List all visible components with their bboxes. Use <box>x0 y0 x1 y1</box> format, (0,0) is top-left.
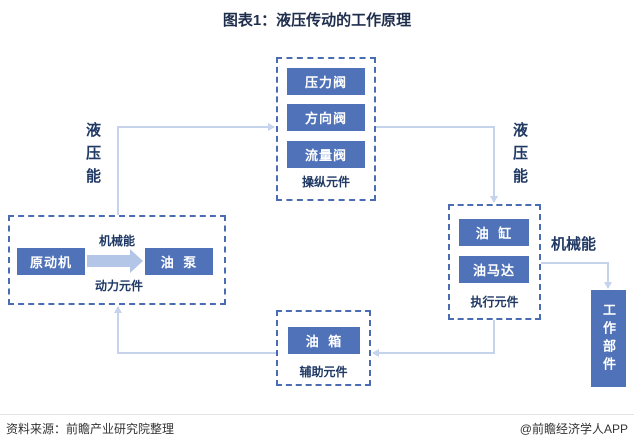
footer-divider <box>0 414 634 415</box>
mechanical-energy-inner-label: 机械能 <box>98 234 135 248</box>
work-part-node[interactable]: 工作部件 <box>591 290 626 387</box>
actuator-group: 油 缸 油马达 执行元件 <box>448 204 541 320</box>
pressure-valve-node[interactable]: 压力阀 <box>287 68 365 95</box>
mechanical-energy-output-label: 机械能 <box>551 237 597 253</box>
connector-actuator-to-work-part <box>541 262 612 289</box>
hydraulic-motor-node[interactable]: 油马达 <box>459 256 529 283</box>
connector-power-to-control <box>117 123 275 215</box>
connector-control-to-actuator <box>376 126 498 203</box>
footer-source: 资料来源：前瞻产业研究院整理 <box>6 422 175 436</box>
work-part-label: 工作部件 <box>601 302 616 375</box>
diagram-title: 图表1：液压传动的工作原理 <box>222 12 412 29</box>
auxiliary-group: 油 箱 辅助元件 <box>276 310 371 386</box>
power-group-label: 动力元件 <box>94 279 143 293</box>
flow-valve-node[interactable]: 流量阀 <box>287 141 365 168</box>
connector-actuator-to-auxiliary <box>372 320 495 357</box>
cylinder-node[interactable]: 油 缸 <box>459 219 529 246</box>
connector-auxiliary-to-power <box>114 306 276 354</box>
footer-brand: @前瞻经济学人APP <box>519 422 628 436</box>
actuator-group-label: 执行元件 <box>470 295 519 309</box>
hydraulic-energy-left-label: 液压能 <box>84 122 100 191</box>
hydraulic-energy-right-label: 液压能 <box>511 122 527 191</box>
pump-node[interactable]: 油 泵 <box>145 248 213 275</box>
direction-valve-node[interactable]: 方向阀 <box>287 104 365 131</box>
oil-tank-node[interactable]: 油 箱 <box>288 327 360 354</box>
auxiliary-group-label: 辅助元件 <box>299 365 348 379</box>
control-group-label: 操纵元件 <box>301 175 350 189</box>
motor-node[interactable]: 原动机 <box>17 248 85 275</box>
arrow-motor-to-pump <box>87 249 143 273</box>
power-group: 原动机 油 泵 机械能 动力元件 <box>8 215 226 305</box>
control-group: 压力阀 方向阀 流量阀 操纵元件 <box>276 57 376 201</box>
